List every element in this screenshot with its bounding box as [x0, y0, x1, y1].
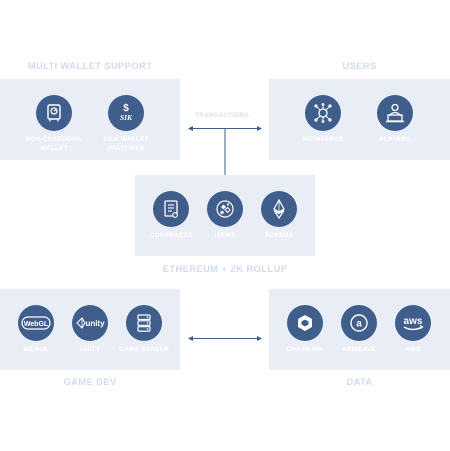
- contracts-label: CONTRACTS: [149, 232, 193, 239]
- multi-wallet-title: MULTI WALLET SUPPORT: [27, 61, 153, 72]
- arweave-label: ARWEAVE: [341, 346, 377, 353]
- users-title: USERS: [342, 61, 377, 72]
- ethereum-token-icon: [261, 191, 297, 227]
- player-computer-icon: [377, 95, 413, 131]
- wallet-safe-icon: [36, 95, 72, 131]
- chainlink-node: CHAINLINK: [275, 305, 335, 354]
- svg-text:unity: unity: [85, 319, 105, 328]
- items-label: ITEMS: [214, 232, 236, 239]
- ethereum-title: ETHEREUM + ZK ROLLUP: [162, 264, 288, 275]
- silk-wallet-label: SILK WALLET (FIAT) WEB: [103, 136, 149, 152]
- metaverse-network-icon: [305, 95, 341, 131]
- transactions-label: TRANSACTIONS: [195, 112, 250, 119]
- unity-label: UNITY: [79, 346, 101, 353]
- svg-text:aws: aws: [404, 316, 423, 327]
- non-custodial-wallet-label: NON-CUSTODIAL WALLET: [25, 136, 83, 152]
- transactions-arrow: [188, 126, 262, 175]
- game-server-node: GAME SERVER: [114, 305, 174, 354]
- users-panel: METAVERSE PLAYERS: [269, 79, 450, 160]
- data-title: DATA: [346, 377, 373, 388]
- aws-label: AWS: [405, 346, 421, 353]
- server-stack-icon: [126, 305, 162, 341]
- tokens-label: TOKENS: [264, 232, 294, 239]
- svg-text:a: a: [356, 319, 362, 330]
- svg-text:$: $: [123, 103, 129, 114]
- silk-wallet-node: $ SIK SILK WALLET (FIAT) WEB: [96, 95, 156, 153]
- items-node: ITEMS: [195, 191, 255, 240]
- non-custodial-wallet-node: NON-CUSTODIAL WALLET: [24, 95, 84, 153]
- aws-node: aws AWS: [383, 305, 443, 354]
- game-server-label: GAME SERVER: [118, 346, 170, 353]
- unity-logo-icon: unity: [72, 305, 108, 341]
- game-dev-data-arrow: [188, 336, 262, 341]
- multi-wallet-panel: NON-CUSTODIAL WALLET $ SIK SILK WALLET (…: [0, 79, 180, 160]
- chainlink-label: CHAINLINK: [286, 346, 324, 353]
- items-gems-icon: [207, 191, 243, 227]
- metaverse-label: METAVERSE: [302, 136, 344, 143]
- svg-text:SIK: SIK: [120, 113, 133, 122]
- svg-text:WebGL: WebGL: [24, 321, 49, 328]
- arweave-node: a ARWEAVE: [329, 305, 389, 354]
- contract-scroll-icon: [153, 191, 189, 227]
- unity-node: unity UNITY: [60, 305, 120, 354]
- players-node: PLAYERS: [365, 95, 425, 144]
- ethereum-panel: CONTRACTS ITEMS TOKENS: [135, 175, 315, 256]
- chainlink-hexagon-icon: [287, 305, 323, 341]
- aws-logo-icon: aws: [395, 305, 431, 341]
- webgl-logo-icon: WebGL: [18, 305, 54, 341]
- players-label: PLAYERS: [379, 136, 411, 143]
- webgl-label: WEBGL: [23, 346, 49, 353]
- data-panel: CHAINLINK a ARWEAVE aws AWS: [269, 289, 450, 370]
- tokens-node: TOKENS: [249, 191, 309, 240]
- metaverse-node: METAVERSE: [293, 95, 353, 144]
- contracts-node: CONTRACTS: [141, 191, 201, 240]
- webgl-node: WebGL WEBGL: [6, 305, 66, 354]
- game-dev-title: GAME DEV: [63, 377, 117, 388]
- silk-dollar-icon: $ SIK: [108, 95, 144, 131]
- game-dev-panel: WebGL WEBGL unity UNITY GAME SERVER: [0, 289, 180, 370]
- arweave-a-icon: a: [341, 305, 377, 341]
